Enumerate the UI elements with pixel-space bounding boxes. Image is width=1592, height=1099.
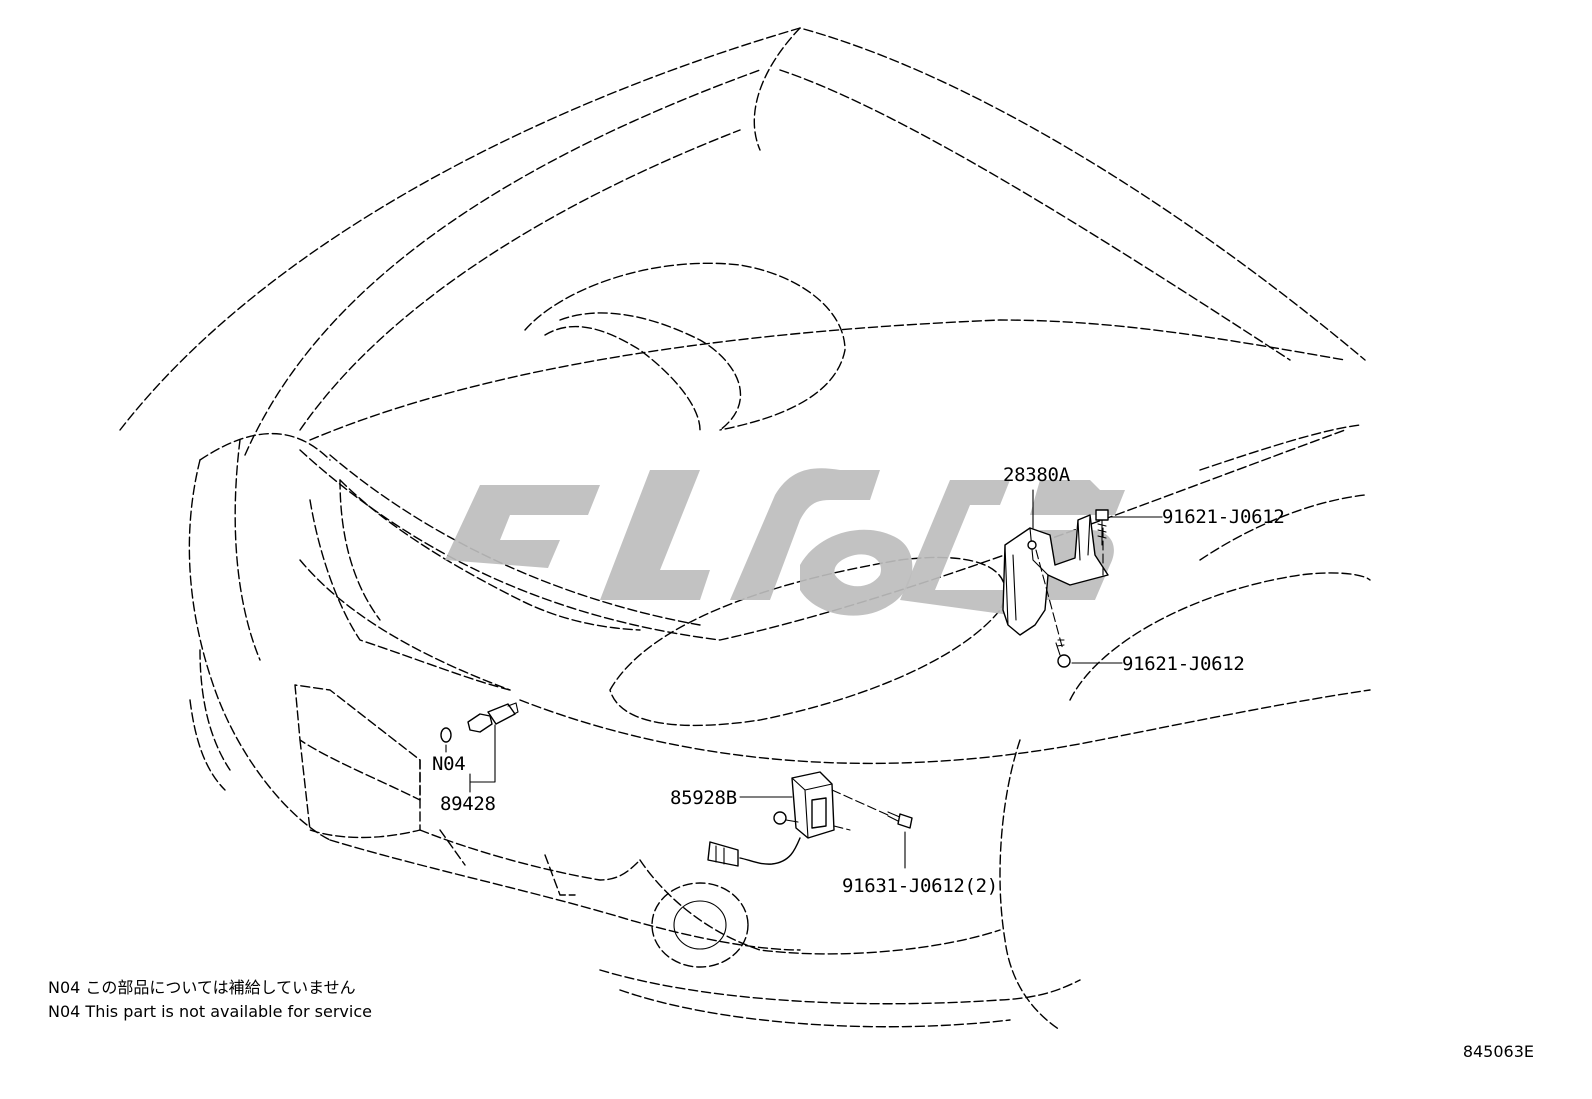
illustration-number: 845063E — [1462, 1042, 1534, 1061]
callout-91621-J0612-lower: 91621-J0612 — [1122, 653, 1245, 675]
callout-N04: N04 — [432, 753, 466, 775]
vehicle-outline — [119, 27, 1371, 1031]
bolt-upper-drawing — [1095, 509, 1163, 546]
callout-89428: 89428 — [440, 793, 496, 815]
note-english: N04 This part is not available for servi… — [48, 1002, 372, 1021]
callout-28380A: 28380A — [1003, 464, 1070, 486]
bolt-lower-drawing — [1055, 639, 1123, 668]
sensor-89428-drawing — [440, 702, 519, 793]
module-85928B-drawing — [707, 771, 889, 867]
bracket-28380A-drawing — [1002, 489, 1109, 651]
note-japanese: N04 この部品については補給していません — [48, 978, 356, 997]
callout-85928B: 85928B — [670, 787, 737, 809]
callout-91621-J0612-upper: 91621-J0612 — [1162, 506, 1285, 528]
callout-91631-J0612: 91631-J0612(2) — [842, 875, 998, 897]
bolt-module-drawing — [887, 811, 913, 869]
